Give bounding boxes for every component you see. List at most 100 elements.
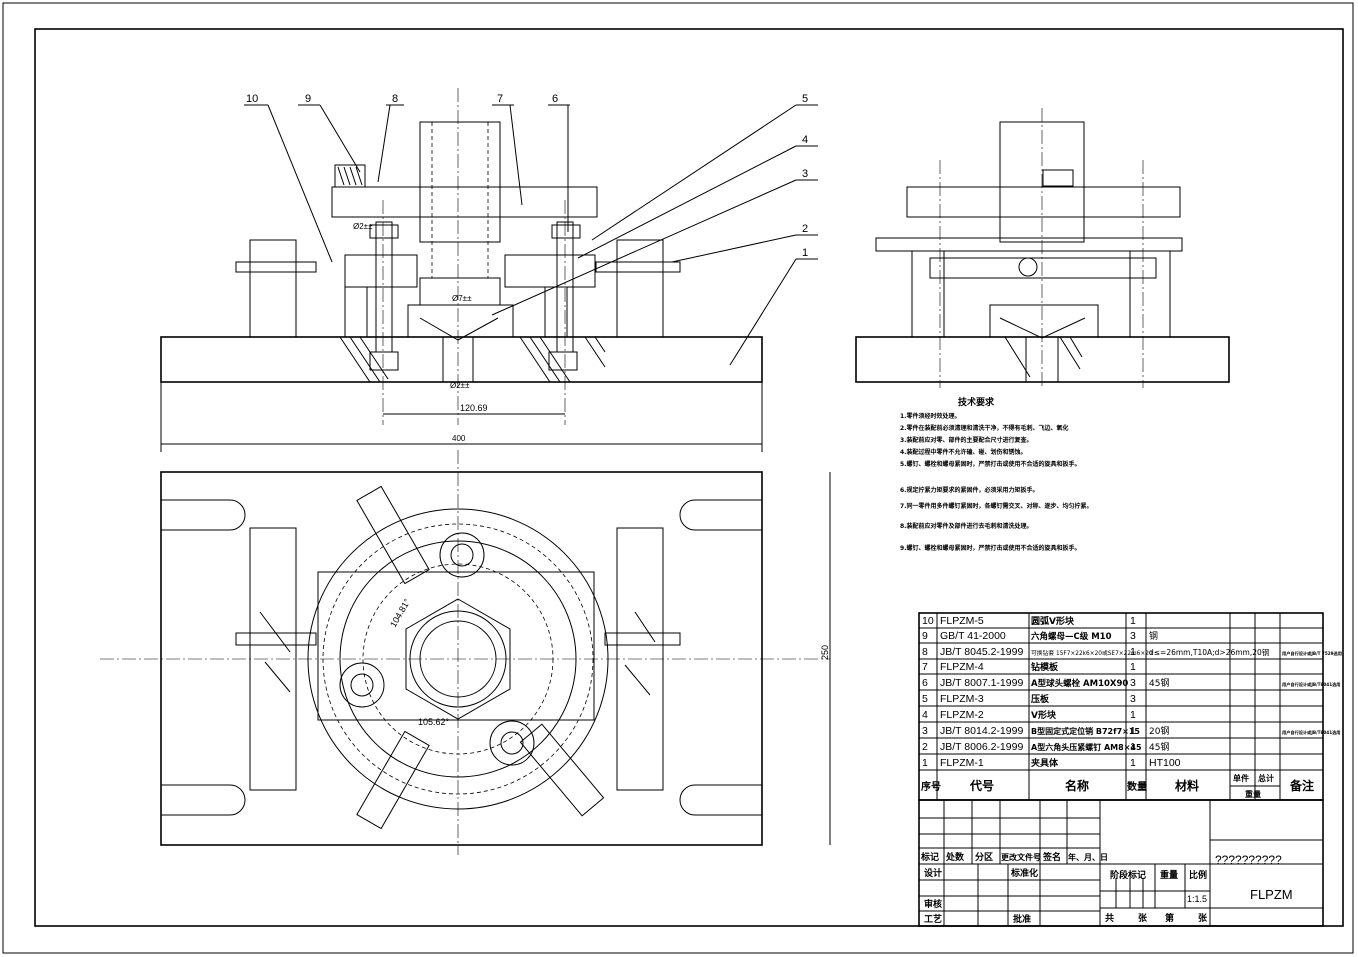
bom-cell-code: FLPZM-4	[940, 661, 984, 673]
dimension-texts: Ø2±± Ø7±± Ø2±± 120.69 400 250 104.81° 10…	[353, 222, 830, 727]
bom-header-unit: 单件	[1233, 773, 1249, 783]
bom-row: 6 JB/T 8007.1-1999 A型球头螺栓 AM10X90 3 45钢 …	[922, 677, 1340, 689]
dim-d1: Ø2±±	[353, 222, 373, 231]
bom-cell-code: JB/T 8014.2-1999	[940, 725, 1023, 737]
bom-cell-qty: 1	[1130, 725, 1136, 737]
tech-req-line: 8.装配前应对零件及部件进行去毛刺和清洗处理。	[900, 522, 1032, 530]
bom-cell-remark: 用户自行设计或JB/T8041选用	[1282, 681, 1340, 688]
bom-cell-name: 六角螺母—C级 M10	[1031, 631, 1112, 642]
bom-cell-material: 20钢	[1149, 725, 1169, 737]
bom-cell-qty: 1	[1130, 757, 1136, 769]
bom-cell-qty: 1	[1130, 709, 1136, 721]
bom-cell-code: FLPZM-2	[940, 709, 984, 721]
bom-header-weight: 重量	[1245, 789, 1261, 799]
bom-row: 5 FLPZM-3 压板 3	[922, 693, 1136, 705]
bom-cell-name: A型球头螺栓 AM10X90	[1031, 678, 1128, 689]
bom-cell-code: FLPZM-1	[940, 757, 984, 769]
fixture-plan	[160, 471, 763, 846]
tb-qianming: 签名	[1042, 851, 1061, 863]
dim-pitch: 120.69	[460, 403, 488, 413]
dim-angle-1: 104.81°	[388, 597, 412, 629]
callout-8: 8	[392, 93, 398, 105]
tech-req-line: 2.零件在装配前必须清理和清洗干净，不得有毛刺、飞边、氧化	[900, 424, 1068, 432]
callout-1: 1	[802, 247, 808, 259]
tb-gong: 共	[1105, 912, 1114, 924]
bom-cell-name: A型六角头压紧螺钉 AM8×45	[1031, 742, 1142, 752]
tb-drawing-name: ??????????	[1215, 853, 1282, 867]
tb-biaoji: 标记	[920, 851, 939, 863]
top-view	[100, 450, 831, 855]
tb-jieduan: 阶段标记	[1110, 869, 1146, 881]
bom-cell-seq: 4	[922, 709, 928, 721]
dim-angle-2: 105.62°	[418, 717, 450, 727]
bom-cell-seq: 2	[922, 741, 928, 753]
dim-height: 250	[820, 645, 830, 660]
bom-cell-name: 压板	[1031, 693, 1050, 705]
bom-cell-seq: 9	[922, 630, 928, 642]
tb-scale: 1:1.5	[1187, 894, 1207, 904]
tech-req-line: 9.螺钉、螺栓和螺母紧固时，严禁打击或使用不合适的旋具和扳手。	[900, 544, 1080, 552]
callout-2: 2	[802, 223, 808, 235]
bom-cell-seq: 5	[922, 693, 928, 705]
bom-cell-remark: 用户自行设计或JB/T 7529选用	[1282, 650, 1342, 657]
tb-sheji: 设计	[924, 867, 942, 879]
tech-req-title: 技术要求	[958, 396, 995, 408]
bom-cell-material: 45钢	[1149, 677, 1169, 689]
tb-fenqu: 分区	[975, 851, 993, 863]
callout-5: 5	[802, 93, 808, 105]
tech-req-line: 3.装配前应对零、部件的主要配合尺寸进行复查。	[900, 436, 1032, 444]
callout-4: 4	[802, 134, 808, 146]
bom-cell-name: 夹具体	[1031, 757, 1059, 769]
tb-drawing-code: FLPZM	[1250, 887, 1293, 902]
bom-row: 8 JB/T 8045.2-1999 可换钻套 15F7×22k6×20或SE7…	[922, 646, 1342, 658]
bom-cell-qty: 3	[1130, 693, 1136, 705]
bom-cell-seq: 1	[922, 757, 928, 769]
drill-plate	[331, 186, 598, 218]
front-view	[160, 88, 763, 452]
bom-row: 3 JB/T 8014.2-1999 B型固定式定位销 B72f7×15 1 2…	[922, 725, 1340, 737]
bom-cell-seq: 8	[922, 646, 928, 658]
tb-biaozhunhua: 标准化	[1010, 867, 1038, 879]
bom-cell-qty: 1	[1130, 646, 1136, 658]
callout-6: 6	[552, 93, 558, 105]
tb-chushu: 处数	[945, 851, 965, 863]
bom-cell-code: JB/T 8006.2-1999	[940, 741, 1023, 753]
fixture-body	[160, 336, 763, 383]
bom-rows: 10 FLPZM-5 圆弧V形块 1 9 GB/T 41-2000 六角螺母—C…	[922, 615, 1342, 769]
callout-10: 10	[246, 93, 258, 105]
bom-cell-material: 钢	[1149, 630, 1158, 642]
bom-header-material: 材料	[1174, 778, 1199, 793]
bom-cell-name: 圆弧V形块	[1031, 615, 1075, 627]
callout-numbers: 10 9 8 7 6 5 4 3 2 1	[246, 93, 808, 259]
bom-header-remark: 备注	[1289, 778, 1314, 793]
bom-header-seq: 序号	[921, 780, 941, 793]
callout-9: 9	[305, 93, 311, 105]
bom-cell-name: 钻模板	[1031, 661, 1059, 673]
tb-nianyueri: 年、月、日	[1068, 852, 1108, 862]
bom-row: 4 FLPZM-2 V形块 1	[922, 709, 1136, 721]
tb-shenhe: 审核	[924, 898, 942, 910]
bom-cell-code: JB/T 8007.1-1999	[940, 677, 1023, 689]
bom-cell-code: FLPZM-3	[940, 693, 984, 705]
bom-cell-qty: 3	[1130, 677, 1136, 689]
bom-row: 2 JB/T 8006.2-1999 A型六角头压紧螺钉 AM8×45 1 45…	[922, 741, 1169, 753]
bom-cell-code: JB/T 8045.2-1999	[940, 646, 1023, 658]
bom-row: 10 FLPZM-5 圆弧V形块 1	[922, 615, 1136, 627]
bom-cell-code: FLPZM-5	[940, 615, 984, 627]
bom-cell-qty: 1	[1130, 661, 1136, 673]
dim-d3: Ø2±±	[450, 381, 470, 390]
tb-genggai: 更改文件号	[1001, 852, 1041, 862]
bom-cell-seq: 6	[922, 677, 928, 689]
tech-req-line: 6.规定拧紧力矩要求的紧固件，必须采用力矩扳手。	[900, 486, 1038, 494]
tb-bili: 比例	[1189, 869, 1207, 881]
bom-cell-code: GB/T 41-2000	[940, 630, 1006, 642]
tech-req-line: 4.装配过程中零件不允许磕、碰、划伤和锈蚀。	[900, 448, 1026, 456]
tech-req-line: 1.零件须经时效处理。	[900, 412, 960, 420]
bom-cell-name: V形块	[1031, 709, 1057, 721]
bom-cell-qty: 1	[1130, 615, 1136, 627]
sheet-inner-border	[34, 28, 1344, 927]
callout-7: 7	[497, 93, 503, 105]
bom-cell-material: HT100	[1149, 757, 1181, 769]
